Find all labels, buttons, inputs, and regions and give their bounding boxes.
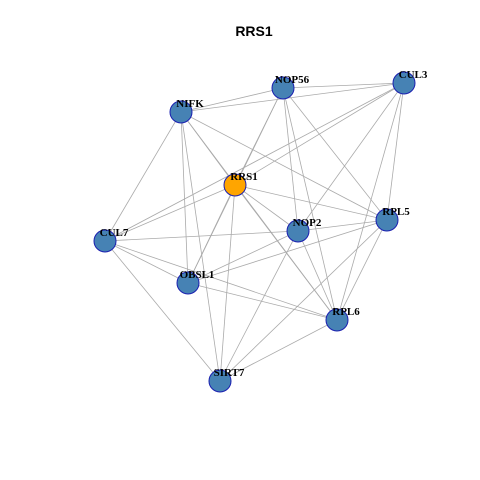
edge-nop56-rpl5	[282, 87, 388, 221]
diagram-title: RRS1	[235, 23, 273, 39]
edge-obsl1-rpl6	[187, 282, 338, 321]
edge-nop56-rpl6	[282, 87, 338, 321]
edge-cul3-nop2	[297, 82, 405, 232]
edge-nifk-obsl1	[180, 111, 189, 284]
node-sirt7	[208, 369, 232, 393]
edge-nifk-rpl5	[180, 111, 388, 221]
edge-rpl5-rpl6	[336, 219, 388, 321]
node-rrs1	[223, 173, 247, 197]
edge-layer	[104, 82, 405, 382]
edge-rrs1-nop2	[234, 184, 299, 232]
node-label-nifk: NIFK	[176, 98, 204, 110]
edge-nop2-rpl5	[297, 219, 388, 232]
edge-nifk-cul7	[104, 111, 182, 242]
edge-cul3-rpl5	[386, 82, 405, 221]
node-nifk	[169, 100, 193, 124]
edge-nifk-sirt7	[180, 111, 221, 382]
node-cul3	[392, 71, 416, 95]
node-label-rrs1: RRS1	[230, 171, 258, 183]
node-nop2	[286, 219, 310, 243]
edge-cul7-sirt7	[104, 240, 221, 382]
node-label-nop2: NOP2	[293, 217, 322, 229]
edge-cul3-cul7	[104, 82, 405, 242]
node-label-obsl1: OBSL1	[180, 269, 215, 281]
edge-nop56-nifk	[180, 87, 284, 113]
edge-nop2-obsl1	[187, 230, 299, 284]
edge-rpl5-obsl1	[187, 219, 388, 284]
node-label-sirt7: SIRT7	[214, 367, 245, 379]
edge-nifk-rpl6	[180, 111, 338, 321]
edge-rrs1-rpl5	[234, 184, 388, 221]
edge-cul3-rpl6	[336, 82, 405, 321]
edge-cul3-nifk	[180, 82, 405, 113]
node-label-cul3: CUL3	[399, 69, 428, 81]
edge-cul7-obsl1	[104, 240, 189, 284]
edge-rpl6-sirt7	[219, 319, 338, 382]
node-label-rpl5: RPL5	[382, 206, 410, 218]
node-label-cul7: CUL7	[100, 227, 129, 239]
node-label-nop56: NOP56	[275, 74, 310, 86]
edge-nop56-cul3	[282, 82, 405, 89]
node-rpl5	[375, 208, 399, 232]
node-rpl6	[325, 308, 349, 332]
node-layer	[93, 71, 416, 393]
edge-rrs1-cul7	[104, 184, 236, 242]
node-label-rpl6: RPL6	[332, 306, 360, 318]
edge-cul7-nop2	[104, 230, 299, 242]
node-nop56	[271, 76, 295, 100]
node-obsl1	[176, 271, 200, 295]
edge-cul7-rpl6	[104, 240, 338, 321]
edge-nop2-sirt7	[219, 230, 299, 382]
edge-rpl5-sirt7	[219, 219, 388, 382]
node-cul7	[93, 229, 117, 253]
edge-nop56-nop2	[282, 87, 299, 232]
